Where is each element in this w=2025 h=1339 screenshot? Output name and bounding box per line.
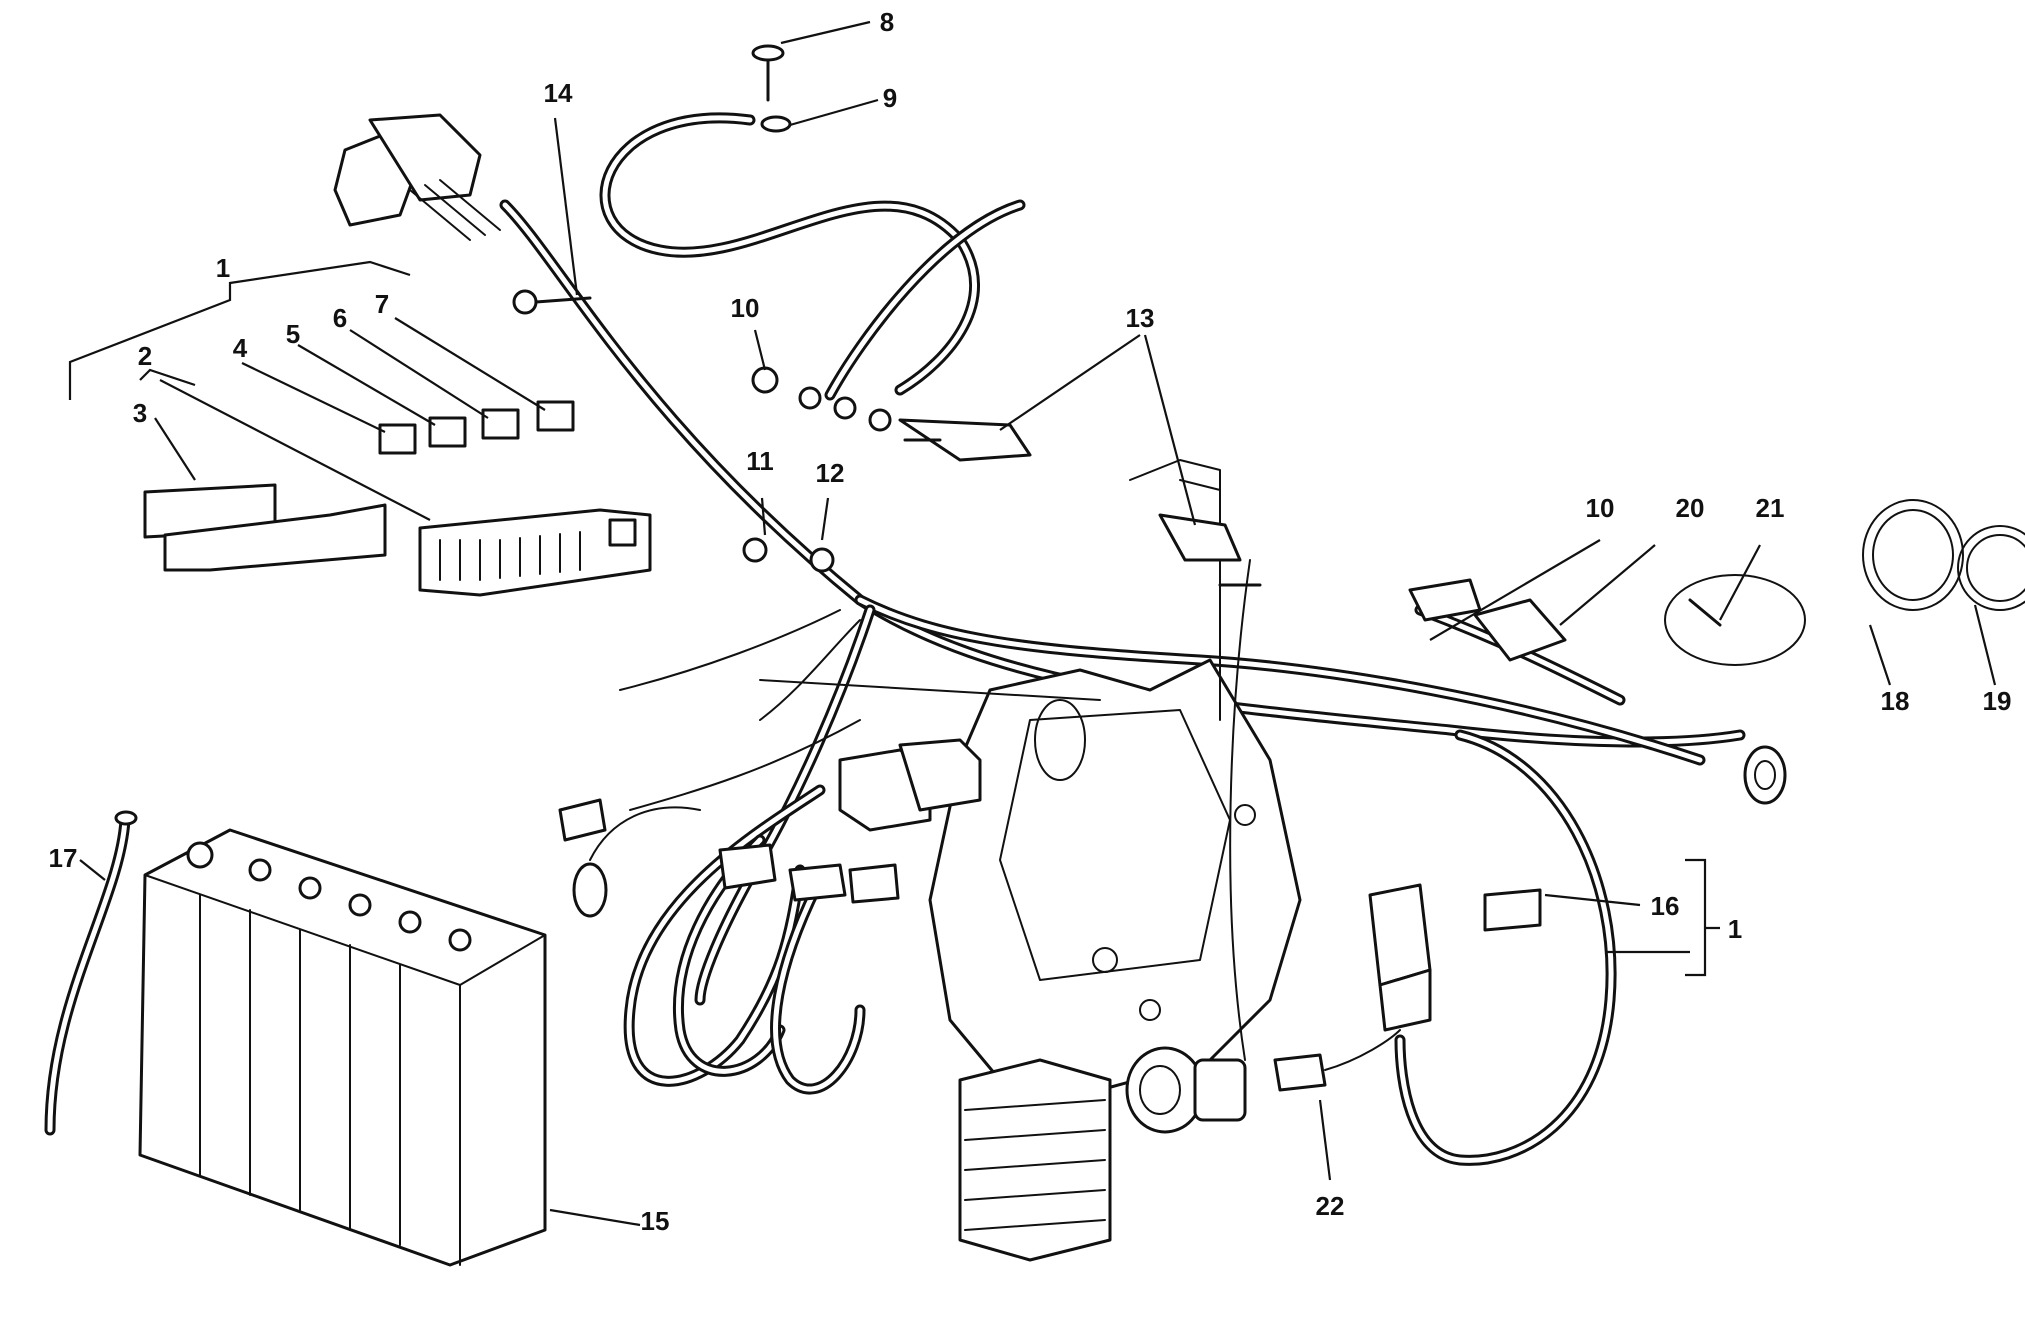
callout-10-left: 10 xyxy=(731,293,760,323)
callout-11: 11 xyxy=(746,446,774,476)
fuse-16 xyxy=(1483,888,1542,932)
connector-22 xyxy=(1273,1029,1401,1092)
callout-9: 9 xyxy=(883,83,897,113)
callout-7: 7 xyxy=(375,289,389,319)
ground-cable xyxy=(599,44,1026,401)
relay-group xyxy=(558,738,982,918)
leader-lines xyxy=(68,20,1997,1227)
connector-20 xyxy=(1408,578,1567,662)
starter-solenoid xyxy=(1125,559,1251,1134)
screw-14 xyxy=(512,289,592,315)
fuse-box-cover xyxy=(143,483,387,572)
callout-14: 14 xyxy=(544,78,573,108)
callout-12: 12 xyxy=(816,458,845,488)
callout-labels: 1 1 2 3 4 5 6 7 8 9 10 10 11 12 13 14 15… xyxy=(49,7,2012,1236)
callout-5: 5 xyxy=(286,319,300,349)
callout-21: 21 xyxy=(1756,493,1785,523)
callout-20: 20 xyxy=(1676,493,1705,523)
callout-3: 3 xyxy=(133,398,147,428)
fuse-7 xyxy=(536,400,575,432)
fuse-4 xyxy=(378,423,417,455)
battery-tray-frame xyxy=(759,459,1302,1092)
callout-16: 16 xyxy=(1651,891,1680,921)
bracket-13 xyxy=(898,418,1262,587)
vent-tube xyxy=(44,810,138,1136)
fuse-holder xyxy=(1368,883,1432,1032)
callout-19: 19 xyxy=(1983,686,2012,716)
callout-1-top: 1 xyxy=(216,253,230,283)
fuse-set xyxy=(378,400,575,455)
callout-18: 18 xyxy=(1881,686,1910,716)
round-connector xyxy=(1743,745,1787,805)
terminal-group xyxy=(742,366,892,573)
callout-13: 13 xyxy=(1126,303,1155,333)
callout-8: 8 xyxy=(880,7,894,37)
fuse-5 xyxy=(428,416,467,448)
battery xyxy=(138,828,547,1267)
clamp-18 xyxy=(1862,499,1964,611)
callout-2: 2 xyxy=(138,341,152,371)
fuse-box xyxy=(418,508,652,597)
callout-15: 15 xyxy=(641,1206,670,1236)
pin-21 xyxy=(1664,574,1806,666)
callout-1-right: 1 xyxy=(1728,914,1742,944)
callout-10-right: 10 xyxy=(1586,493,1615,523)
callout-4: 4 xyxy=(233,333,248,363)
voltage-regulator xyxy=(958,1058,1112,1262)
callout-22: 22 xyxy=(1316,1191,1345,1221)
callout-17: 17 xyxy=(49,843,78,873)
callout-6: 6 xyxy=(333,303,347,333)
main-connector xyxy=(333,113,501,241)
fuse-6 xyxy=(481,408,520,440)
clamp-19 xyxy=(1957,525,2025,611)
